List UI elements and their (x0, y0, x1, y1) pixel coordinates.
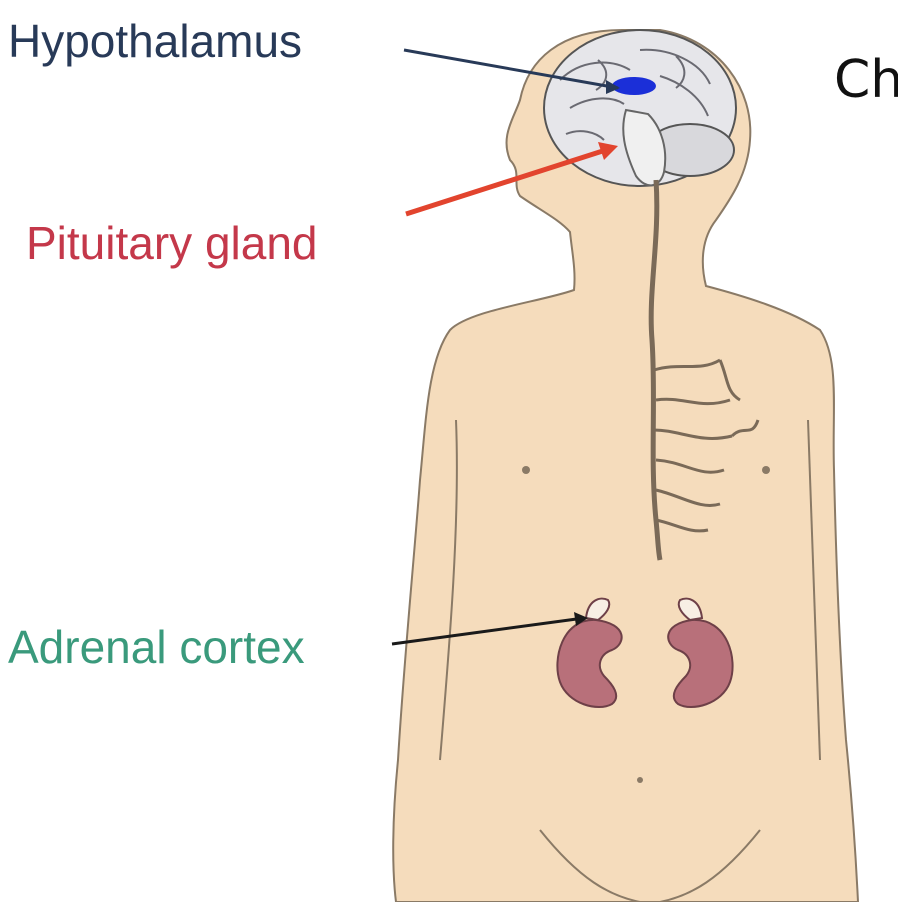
hypothalamus-label: Hypothalamus (8, 14, 302, 68)
side-text: Ch (834, 50, 898, 110)
right-nipple (762, 466, 770, 474)
pituitary-gland-label: Pituitary gland (26, 216, 318, 270)
adrenal-cortex-label: Adrenal cortex (8, 620, 305, 674)
hypothalamus-marker (612, 77, 656, 95)
navel (637, 777, 643, 783)
left-nipple (522, 466, 530, 474)
